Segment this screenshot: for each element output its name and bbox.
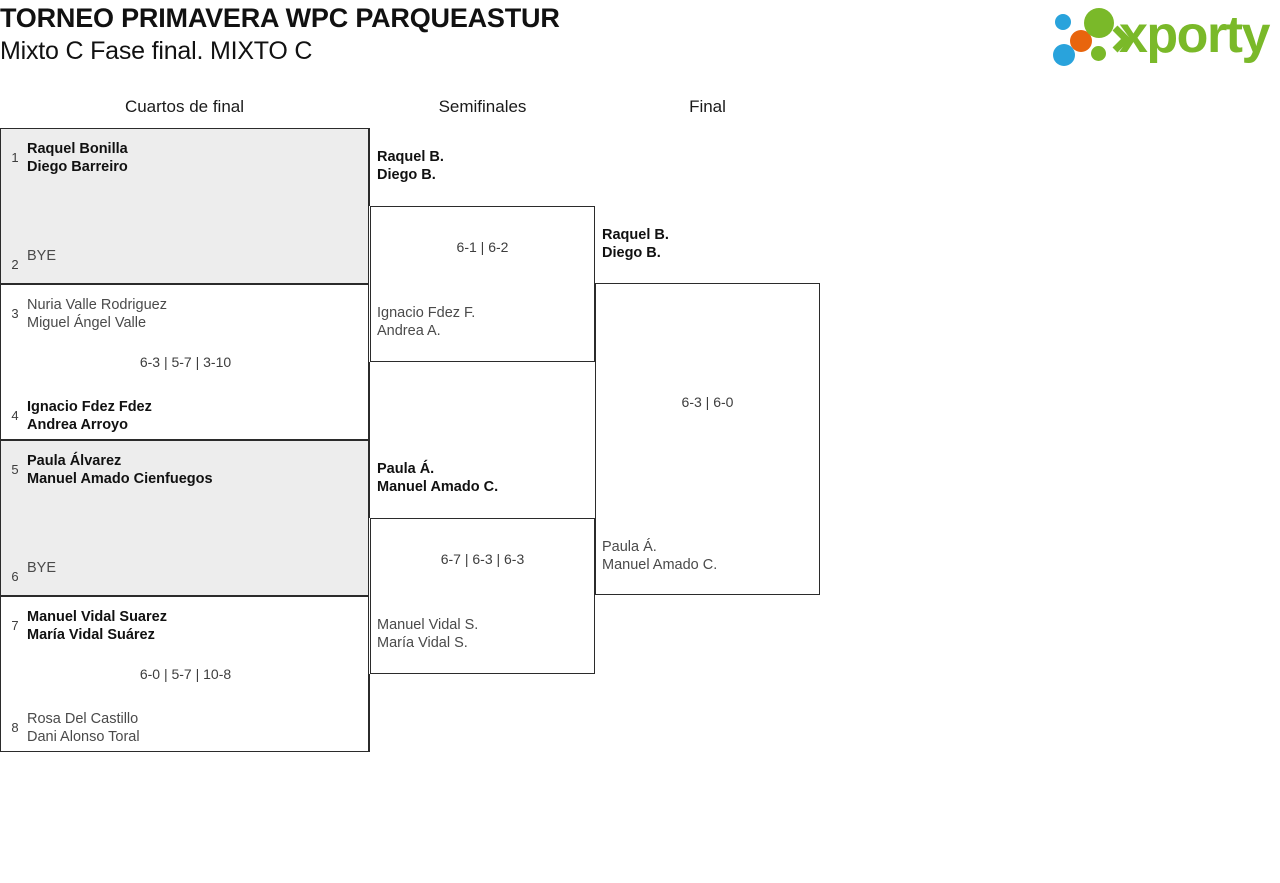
- logo-dot-blue-large: [1053, 44, 1075, 66]
- seed-number: 4: [11, 408, 19, 423]
- xporty-logo[interactable]: xporty: [1053, 6, 1275, 66]
- player-2-name: Diego Barreiro: [27, 159, 128, 175]
- seed-number: 8: [11, 720, 19, 735]
- qf-score-4: 6-0 | 5-7 | 10-8: [139, 666, 232, 682]
- sf-1-top-team[interactable]: Raquel B. Diego B.: [377, 148, 444, 184]
- player-2-name: Manuel Amado C.: [377, 479, 499, 495]
- sf-score-2: 6-7 | 6-3 | 6-3: [440, 551, 525, 567]
- player-2-name: Miguel Ángel Valle: [27, 315, 147, 331]
- qf-match-2[interactable]: 3 Nuria Valle Rodriguez Miguel Ángel Val…: [0, 284, 369, 440]
- final-score: 6-3 | 6-0: [681, 394, 734, 410]
- player-2-name: Diego B.: [602, 245, 661, 261]
- qf-match-3[interactable]: 5 Paula Álvarez Manuel Amado Cienfuegos …: [0, 440, 369, 596]
- title-block: TORNEO PRIMAVERA WPC PARQUEASTUR Mixto C…: [0, 2, 560, 67]
- logo-chevron-icon: [1112, 25, 1131, 53]
- qf-slot-3[interactable]: 3 Nuria Valle Rodriguez Miguel Ángel Val…: [1, 291, 370, 339]
- sf-2-top-team[interactable]: Paula Á. Manuel Amado C.: [377, 460, 498, 496]
- player-1-name: BYE: [27, 560, 57, 576]
- player-2-name: María Vidal S.: [377, 635, 468, 651]
- sf-1-bottom-team[interactable]: Ignacio Fdez F. Andrea A.: [377, 304, 475, 340]
- player-1-name: Paula Álvarez: [27, 453, 122, 469]
- final-bottom-team[interactable]: Paula Á. Manuel Amado C.: [602, 538, 717, 574]
- team-names: Ignacio Fdez Fdez Andrea Arroyo: [27, 398, 152, 434]
- player-1-name: Raquel B.: [377, 149, 444, 165]
- player-1-name: Ignacio Fdez Fdez: [27, 399, 152, 415]
- qf-slot-5[interactable]: 5 Paula Álvarez Manuel Amado Cienfuegos: [1, 447, 370, 495]
- qf-slot-1[interactable]: 1 Raquel Bonilla Diego Barreiro: [1, 135, 370, 183]
- logo-dot-green-small: [1091, 46, 1106, 61]
- team-names: Rosa Del Castillo Dani Alonso Toral: [27, 710, 140, 746]
- round-header-final: Final: [689, 97, 726, 116]
- sf-match-2[interactable]: 6-7 | 6-3 | 6-3: [370, 518, 595, 674]
- qf-slot-8[interactable]: 8 Rosa Del Castillo Dani Alonso Toral: [1, 705, 370, 753]
- sf-match-1[interactable]: 6-1 | 6-2: [370, 206, 595, 362]
- qf-match-4[interactable]: 7 Manuel Vidal Suarez María Vidal Suárez…: [0, 596, 369, 752]
- player-1-name: Raquel B.: [602, 227, 669, 243]
- player-1-name: BYE: [27, 248, 57, 264]
- tournament-title: TORNEO PRIMAVERA WPC PARQUEASTUR: [0, 3, 560, 33]
- player-2-name: Diego B.: [377, 167, 436, 183]
- connector-sf1-bottom: [369, 362, 370, 440]
- team-names: Nuria Valle Rodriguez Miguel Ángel Valle: [27, 296, 167, 332]
- player-2-name: María Vidal Suárez: [27, 627, 155, 643]
- final-match[interactable]: 6-3 | 6-0: [595, 283, 820, 595]
- qf-score-2: 6-3 | 5-7 | 3-10: [139, 354, 232, 370]
- seed-number: 6: [11, 569, 19, 584]
- seed-number: 2: [11, 257, 19, 272]
- sf-2-bottom-team[interactable]: Manuel Vidal S. María Vidal S.: [377, 616, 478, 652]
- qf-slot-7[interactable]: 7 Manuel Vidal Suarez María Vidal Suárez: [1, 603, 370, 651]
- qf-slot-4[interactable]: 4 Ignacio Fdez Fdez Andrea Arroyo: [1, 393, 370, 441]
- player-1-name: Manuel Vidal Suarez: [27, 609, 167, 625]
- player-1-name: Paula Á.: [602, 539, 657, 555]
- player-1-name: Rosa Del Castillo: [27, 711, 139, 727]
- player-1-name: Raquel Bonilla: [27, 141, 128, 157]
- round-header-quarterfinals: Cuartos de final: [124, 97, 245, 116]
- seed-number: 7: [11, 618, 19, 633]
- player-2-name: Andrea Arroyo: [27, 417, 128, 433]
- player-1-name: Nuria Valle Rodriguez: [27, 297, 167, 313]
- player-2-name: Manuel Amado C.: [602, 557, 718, 573]
- player-2-name: Manuel Amado Cienfuegos: [27, 471, 213, 487]
- seed-number: 1: [11, 150, 19, 165]
- team-names: Raquel Bonilla Diego Barreiro: [27, 140, 128, 176]
- team-names: Manuel Vidal Suarez María Vidal Suárez: [27, 608, 167, 644]
- connector-sf1-top: [369, 128, 370, 206]
- player-2-name: Andrea A.: [377, 323, 441, 339]
- connector-final-top: [594, 206, 595, 283]
- connector-final-bottom: [594, 595, 595, 674]
- player-1-name: Manuel Vidal S.: [377, 617, 479, 633]
- qf-slot-2[interactable]: 2 BYE: [1, 242, 370, 290]
- player-2-name: Dani Alonso Toral: [27, 729, 140, 745]
- seed-number: 5: [11, 462, 19, 477]
- page-header: TORNEO PRIMAVERA WPC PARQUEASTUR Mixto C…: [0, 0, 1280, 90]
- player-1-name: Ignacio Fdez F.: [377, 305, 476, 321]
- logo-dot-blue-small: [1055, 14, 1071, 30]
- seed-number: 3: [11, 306, 19, 321]
- connector-sf2-bottom: [369, 674, 370, 752]
- qf-slot-6[interactable]: 6 BYE: [1, 554, 370, 602]
- sf-score-1: 6-1 | 6-2: [456, 239, 509, 255]
- tournament-subtitle: Mixto C Fase final. MIXTO C: [0, 37, 313, 65]
- final-top-team[interactable]: Raquel B. Diego B.: [602, 226, 669, 262]
- logo-dots-icon: [1053, 8, 1131, 66]
- team-names: BYE: [27, 559, 56, 577]
- round-header-semifinals: Semifinales: [438, 97, 527, 116]
- player-1-name: Paula Á.: [377, 461, 435, 477]
- team-names: BYE: [27, 247, 56, 265]
- logo-wordmark: xporty: [1119, 6, 1270, 64]
- team-names: Paula Álvarez Manuel Amado Cienfuegos: [27, 452, 213, 488]
- logo-dot-green-large: [1084, 8, 1114, 38]
- connector-sf2-top: [369, 440, 370, 518]
- qf-match-1[interactable]: 1 Raquel Bonilla Diego Barreiro 2 BYE: [0, 128, 369, 284]
- logo-dot-orange: [1070, 30, 1092, 52]
